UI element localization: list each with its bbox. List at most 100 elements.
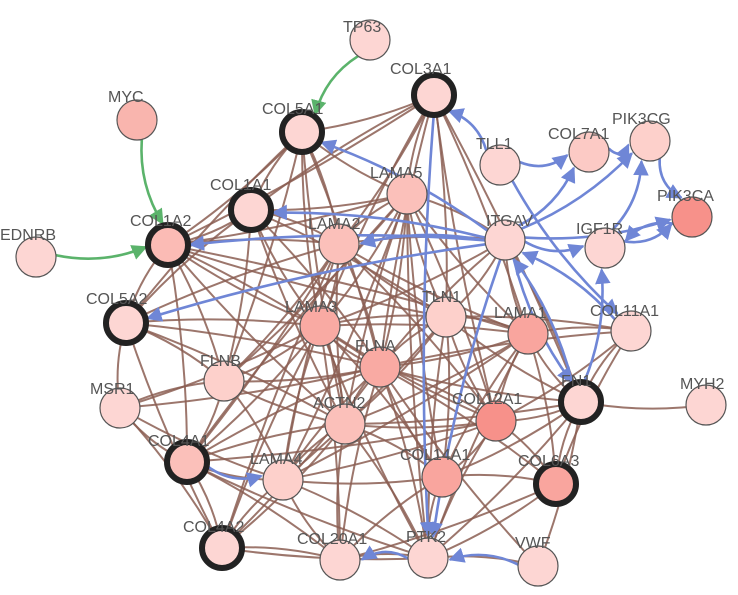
node-actn2[interactable] <box>324 403 366 445</box>
interaction-edge-COL5A1-LAMA3 <box>300 131 321 327</box>
node-col7a1[interactable] <box>568 131 610 173</box>
node-fn1[interactable] <box>558 379 604 425</box>
node-myc[interactable] <box>116 99 158 141</box>
interaction-edge-FLNA-COL5A2 <box>125 322 381 368</box>
node-msr1[interactable] <box>99 387 141 429</box>
node-col3a1[interactable] <box>411 72 457 118</box>
label-col5a1: COL5A1 <box>262 101 323 118</box>
label-col12a1: COL12A1 <box>452 391 522 408</box>
node-flna[interactable] <box>359 346 401 388</box>
label-col1a1: COL1A1 <box>210 177 271 194</box>
gene-nodes <box>15 19 727 587</box>
node-itgav[interactable] <box>484 219 526 261</box>
blue-arrow-ITGAV-IGF1R <box>524 240 585 259</box>
node-col14a1[interactable] <box>421 456 463 498</box>
blue-arrow-IGF1R-PIK3CG <box>611 159 649 231</box>
blue-arrow-ITGAV-COL5A2 <box>145 242 486 322</box>
label-vwf: VWF <box>515 535 551 552</box>
node-col4a1[interactable] <box>164 439 210 485</box>
interaction-edge-LAMA3-COL12A1 <box>319 325 497 422</box>
interaction-edge-FLNA-FN1 <box>379 366 582 403</box>
node-flnb[interactable] <box>203 360 245 402</box>
node-col1a2[interactable] <box>145 222 191 268</box>
blue-arrow-COL7A1-PIK3CG <box>607 143 630 161</box>
node-col1a1[interactable] <box>228 187 274 233</box>
label-igf1r: IGF1R <box>576 221 623 238</box>
interaction-edge-LAMA5-LAMA4 <box>282 193 408 481</box>
node-pik3ca[interactable] <box>671 196 713 238</box>
label-col3a1: COL3A1 <box>390 61 451 78</box>
node-lama1[interactable] <box>507 313 549 355</box>
label-col4a1: COL4A1 <box>148 433 209 450</box>
green-arrow-MYC-COL1A2 <box>140 139 164 225</box>
node-ptk2[interactable] <box>407 537 449 579</box>
node-col12a1[interactable] <box>475 400 517 442</box>
interaction-edge-LAMA1-LAMA4 <box>282 333 529 481</box>
blue-arrow-ITGAV-PTK2 <box>427 259 502 539</box>
node-lama5[interactable] <box>386 173 428 215</box>
label-msr1: MSR1 <box>90 381 135 398</box>
interaction-edge-FLNA-COL4A2 <box>221 366 381 549</box>
label-tln1: TLN1 <box>422 289 461 306</box>
interaction-edge-COL4A1-PTK2 <box>186 461 429 559</box>
label-col20a1: COL20A1 <box>297 531 367 548</box>
label-col11a1: COL11A1 <box>590 303 659 320</box>
interaction-edge-LAMA1-ACTN2 <box>344 333 529 425</box>
interaction-edge-COL5A1-COL5A2 <box>125 131 303 324</box>
node-tp63[interactable] <box>349 19 391 61</box>
interaction-edge-LAMA3-COL4A2 <box>221 325 321 549</box>
label-pik3cg: PIK3CG <box>612 111 671 128</box>
interaction-edge-COL12A1-LAMA4 <box>282 420 497 481</box>
label-tp63: TP63 <box>343 19 381 36</box>
interaction-edge-LAMA5-FLNA <box>379 193 408 368</box>
node-col20a1[interactable] <box>319 539 361 581</box>
interaction-edge-FLNA-COL20A1 <box>339 366 381 561</box>
label-col14a1: COL14A1 <box>400 447 470 464</box>
node-ednrb[interactable] <box>15 236 57 278</box>
label-col1a2: COL1A2 <box>130 213 191 230</box>
label-col7a1: COL7A1 <box>548 126 609 143</box>
interaction-edge-FLNA-COL4A1 <box>186 366 381 463</box>
interaction-edge-COL12A1-COL4A1 <box>186 420 497 463</box>
green-arrow-EDNRB-COL1A2 <box>55 245 148 260</box>
label-lama1: LAMA1 <box>494 305 547 322</box>
blue-arrow-COL4A1-LAMA4 <box>205 464 263 488</box>
label-ednrb: EDNRB <box>0 227 56 244</box>
label-fn1: FN1 <box>561 373 591 390</box>
node-col11a1[interactable] <box>610 310 652 352</box>
blue-arrow-ITGAV-LAMA2 <box>359 232 486 248</box>
blue-arrow-FN1-ITGAV <box>513 258 574 385</box>
interaction-edge-LAMA3-COL14A1 <box>319 325 443 478</box>
node-tll1[interactable] <box>479 144 521 186</box>
node-tln1[interactable] <box>425 296 467 338</box>
node-lama4[interactable] <box>262 459 304 501</box>
node-col6a3[interactable] <box>533 461 579 507</box>
node-lama2[interactable] <box>318 223 360 265</box>
interaction-edge-LAMA2-FLNB <box>223 243 340 382</box>
interaction-edge-COL3A1-LAMA1 <box>433 94 529 335</box>
blue-arrow-IGF1R-PIK3CA <box>623 223 673 244</box>
node-myh2[interactable] <box>685 384 727 426</box>
interaction-edge-COL1A2-FLNA <box>167 244 381 368</box>
node-lama3[interactable] <box>299 305 341 347</box>
blue-arrow-ITGAV-PIK3CG <box>521 152 633 230</box>
interaction-edge-COL4A2-COL5A2 <box>125 322 223 549</box>
blue-arrow-PIK3CG-PIK3CA <box>658 158 683 199</box>
interaction-edge-LAMA3-COL20A1 <box>319 325 341 561</box>
node-col5a1[interactable] <box>279 109 325 155</box>
green-arrow-TP63-COL5A1 <box>311 54 359 116</box>
node-col5a2[interactable] <box>103 300 149 346</box>
label-pik3ca: PIK3CA <box>657 188 714 205</box>
label-myh2: MYH2 <box>680 376 725 393</box>
blue-arrow-PIK3CA-IGF1R <box>624 221 674 242</box>
node-igf1r[interactable] <box>584 227 626 269</box>
interaction-edge-LAMA3-ITGAV <box>319 239 506 327</box>
blue-arrow-TLL1-COL3A1 <box>447 108 488 151</box>
node-vwf[interactable] <box>517 545 559 587</box>
label-col5a2: COL5A2 <box>86 291 147 308</box>
interaction-edge-COL3A1-FLNA <box>379 94 435 368</box>
node-col4a2[interactable] <box>199 525 245 571</box>
blue-arrow-VWF-PTK2 <box>448 547 519 566</box>
blue-arrow-FN1-IGF1R <box>582 268 611 383</box>
node-pik3cg[interactable] <box>629 120 671 162</box>
